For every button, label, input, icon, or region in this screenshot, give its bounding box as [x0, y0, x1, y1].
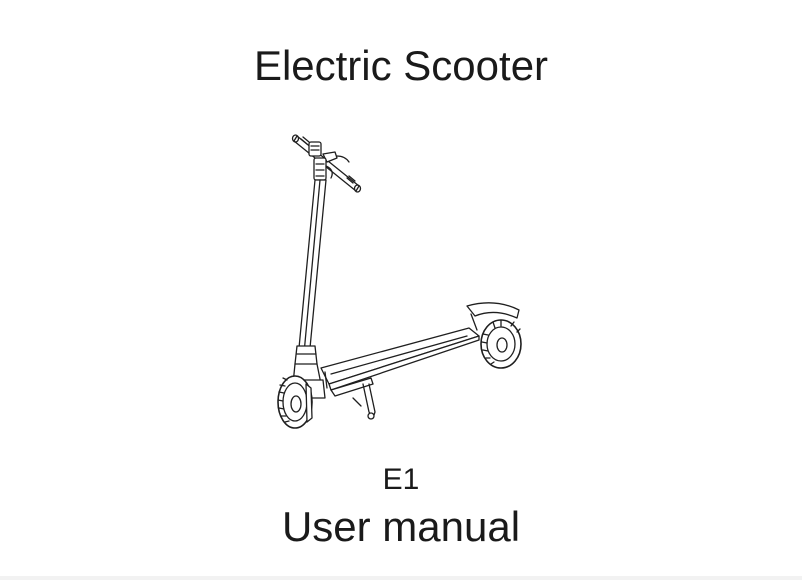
handlebar: [291, 134, 362, 193]
front-wheel: [277, 363, 326, 429]
kickstand: [352, 383, 376, 420]
electric-scooter-icon: [277, 134, 522, 429]
document-subtitle: User manual: [281, 503, 521, 550]
rear-wheel: [466, 302, 522, 369]
model-name: E1: [382, 463, 420, 496]
page-bottom-edge: [0, 576, 802, 580]
document-title: Electric Scooter: [253, 42, 549, 89]
deck: [320, 327, 480, 397]
stem: [294, 179, 327, 365]
